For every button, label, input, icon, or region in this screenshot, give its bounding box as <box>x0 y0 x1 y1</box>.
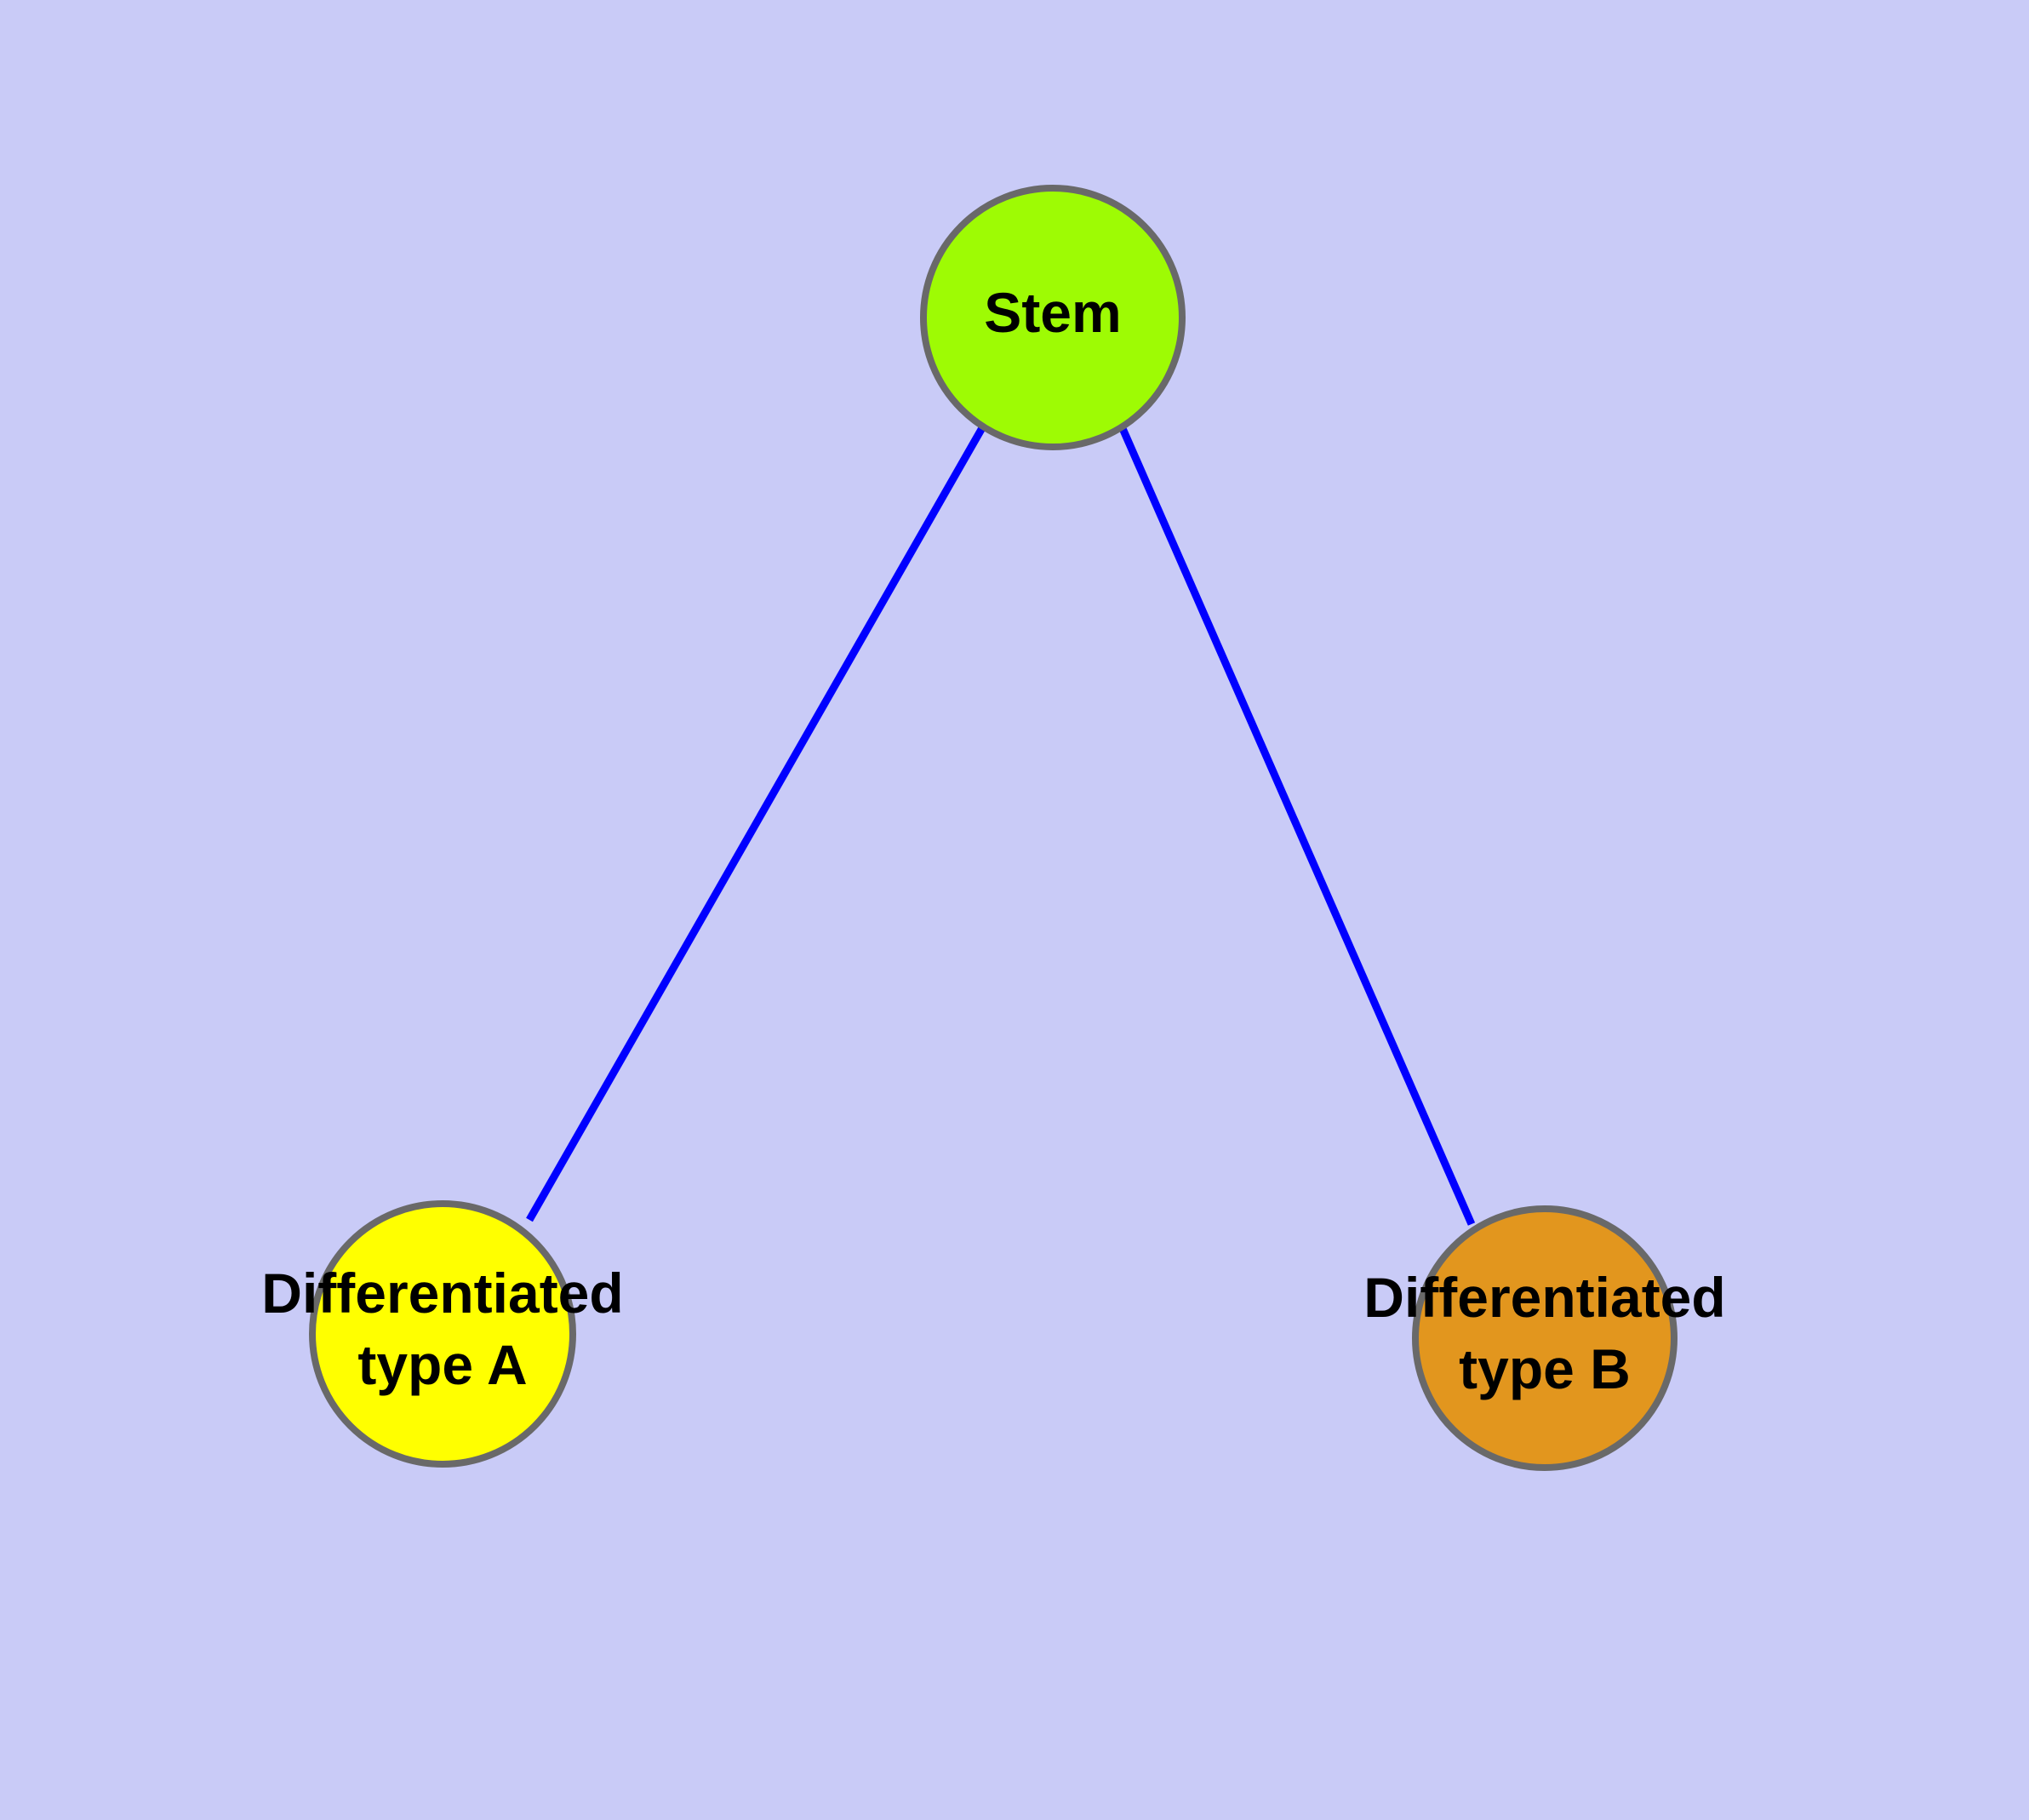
nodes-group <box>309 185 1677 1471</box>
edge-stem-to-diff-a[interactable] <box>526 424 986 1222</box>
node-label-line: Differentiated <box>261 1262 623 1325</box>
node-label-line: type B <box>1459 1337 1631 1400</box>
node-circle-stem[interactable] <box>920 185 1186 450</box>
node-label-line: type A <box>357 1333 527 1396</box>
node-label-diff-b: Differentiated type B <box>1363 1266 1725 1400</box>
node-circle-diff-b[interactable] <box>1412 1205 1677 1471</box>
node-circle-diff-a[interactable] <box>309 1200 576 1468</box>
edges-group <box>526 424 1476 1226</box>
node-label-stem: Stem <box>984 281 1121 344</box>
edge-stem-to-diff-b[interactable] <box>1117 425 1476 1226</box>
node-label-diff-a: Differentiated type A <box>261 1262 623 1396</box>
node-label-line: Differentiated <box>1363 1266 1725 1329</box>
node-label-line: Stem <box>984 281 1121 344</box>
